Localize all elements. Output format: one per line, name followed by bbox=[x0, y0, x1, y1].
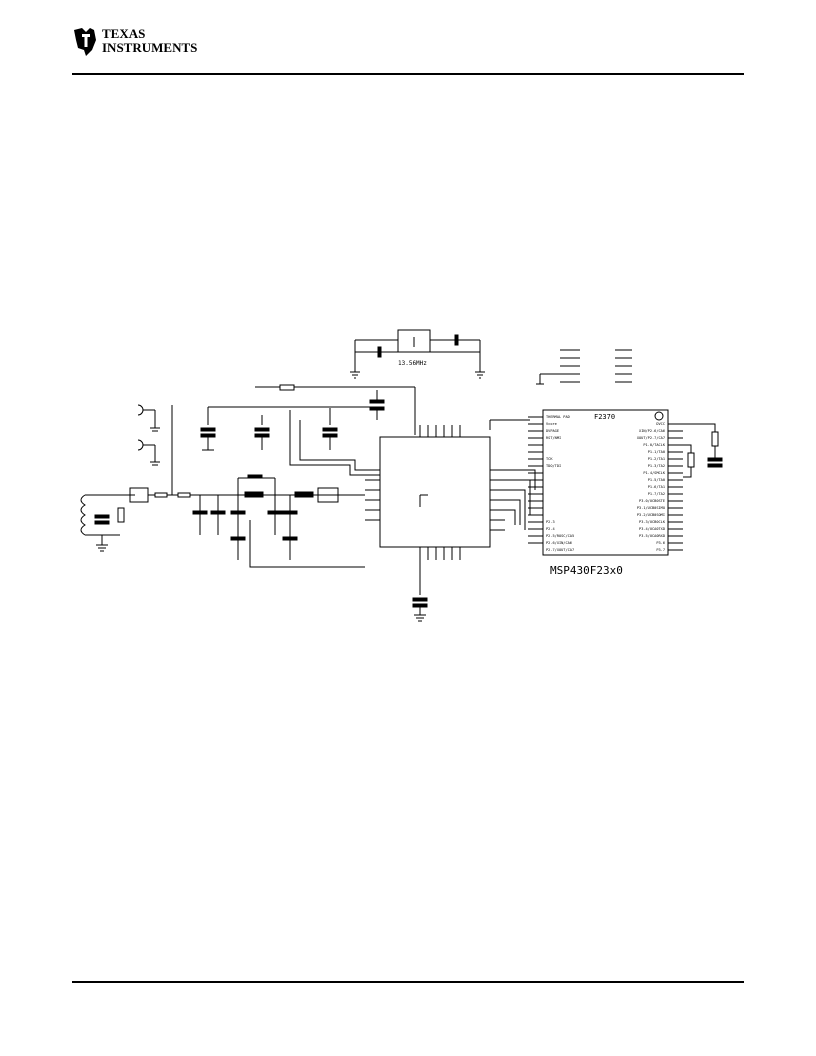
svg-text:P3.4/UCA0TXD: P3.4/UCA0TXD bbox=[639, 527, 665, 531]
svg-text:P2.7/XOUT/CA7: P2.7/XOUT/CA7 bbox=[546, 548, 574, 552]
mcu-part-label: MSP430F23x0 bbox=[550, 564, 623, 577]
svg-text:P2.5/ROSC/CA5: P2.5/ROSC/CA5 bbox=[546, 534, 574, 538]
mcu-pin-stubs bbox=[528, 416, 683, 551]
matching-network bbox=[129, 474, 365, 568]
svg-text:DVPAGE: DVPAGE bbox=[546, 429, 559, 433]
mcu-variant-label: F2370 bbox=[594, 413, 615, 421]
ti-logo: TEXAS INSTRUMENTS bbox=[72, 22, 202, 58]
test-point-connectors bbox=[137, 404, 160, 466]
svg-text:XIN/P2.6/CA6: XIN/P2.6/CA6 bbox=[639, 429, 665, 433]
svg-text:DVCC: DVCC bbox=[656, 422, 665, 426]
msp430-mcu bbox=[542, 409, 669, 556]
svg-text:P1.3/TA2: P1.3/TA2 bbox=[648, 464, 665, 468]
svg-text:RST/NMI: RST/NMI bbox=[546, 436, 561, 440]
ti-emblem-icon bbox=[74, 28, 96, 56]
circuit-schematic: 13.56MHz bbox=[80, 329, 723, 622]
bottom-capacitor bbox=[412, 560, 428, 622]
svg-text:P3.1/UCB0SIMO: P3.1/UCB0SIMO bbox=[637, 506, 665, 510]
rf-ic-pins bbox=[365, 425, 505, 560]
svg-text:TDO/TDI: TDO/TDI bbox=[546, 464, 561, 468]
svg-text:P3.3/UCB0CLK: P3.3/UCB0CLK bbox=[639, 520, 666, 524]
svg-text:P1.1/TA0: P1.1/TA0 bbox=[648, 450, 665, 454]
svg-text:P2.3: P2.3 bbox=[546, 520, 555, 524]
svg-text:P1.5/TA0: P1.5/TA0 bbox=[648, 478, 665, 482]
svg-text:P1.0/TACLK: P1.0/TACLK bbox=[643, 443, 665, 447]
svg-text:XOUT/P2.7/CA7: XOUT/P2.7/CA7 bbox=[637, 436, 665, 440]
svg-text:P3.2/UCB0SOMI: P3.2/UCB0SOMI bbox=[637, 513, 665, 517]
svg-text:P2.6/XIN/CA6: P2.6/XIN/CA6 bbox=[546, 541, 572, 545]
crystal-oscillator bbox=[350, 329, 485, 379]
svg-text:P1.4/SMCLK: P1.4/SMCLK bbox=[643, 471, 665, 475]
svg-text:TCK: TCK bbox=[546, 457, 553, 461]
logo-text-line2: INSTRUMENTS bbox=[102, 40, 197, 55]
svg-text:P1.6/TA1: P1.6/TA1 bbox=[648, 485, 665, 489]
svg-text:P2.4: P2.4 bbox=[546, 527, 555, 531]
supply-capacitors bbox=[171, 405, 380, 495]
resistor-top bbox=[279, 384, 295, 391]
svg-text:THERMAL PAD: THERMAL PAD bbox=[546, 415, 570, 419]
mcu-right-pin-labels: DVCC XIN/P2.6/CA6 XOUT/P2.7/CA7 P1.0/TAC… bbox=[637, 422, 666, 552]
svg-text:P1.2/TA1: P1.2/TA1 bbox=[648, 457, 665, 461]
logo-text-line1: TEXAS bbox=[102, 26, 145, 41]
rf-reader-ic bbox=[379, 436, 491, 548]
crystal-label: 13.56MHz bbox=[398, 360, 427, 367]
header-rule bbox=[72, 73, 744, 75]
mcu-external-parts bbox=[683, 423, 723, 478]
jumper-pins bbox=[536, 349, 632, 385]
antenna-coil bbox=[80, 494, 135, 552]
footer-rule bbox=[72, 981, 744, 983]
mcu-left-pin-labels: THERMAL PAD Vcore DVPAGE RST/NMI TCK TDO… bbox=[546, 415, 574, 552]
svg-text:P1.7/TA2: P1.7/TA2 bbox=[648, 492, 665, 496]
decoupling-capacitor bbox=[369, 390, 385, 420]
svg-text:P3.5/UCA0RXD: P3.5/UCA0RXD bbox=[639, 534, 665, 538]
svg-text:P3.6: P3.6 bbox=[656, 541, 665, 545]
svg-text:Vcore: Vcore bbox=[546, 422, 557, 426]
svg-text:P3.7: P3.7 bbox=[656, 548, 665, 552]
pin1-marker bbox=[654, 411, 664, 421]
svg-text:P3.0/UCB0STE: P3.0/UCB0STE bbox=[639, 499, 665, 503]
